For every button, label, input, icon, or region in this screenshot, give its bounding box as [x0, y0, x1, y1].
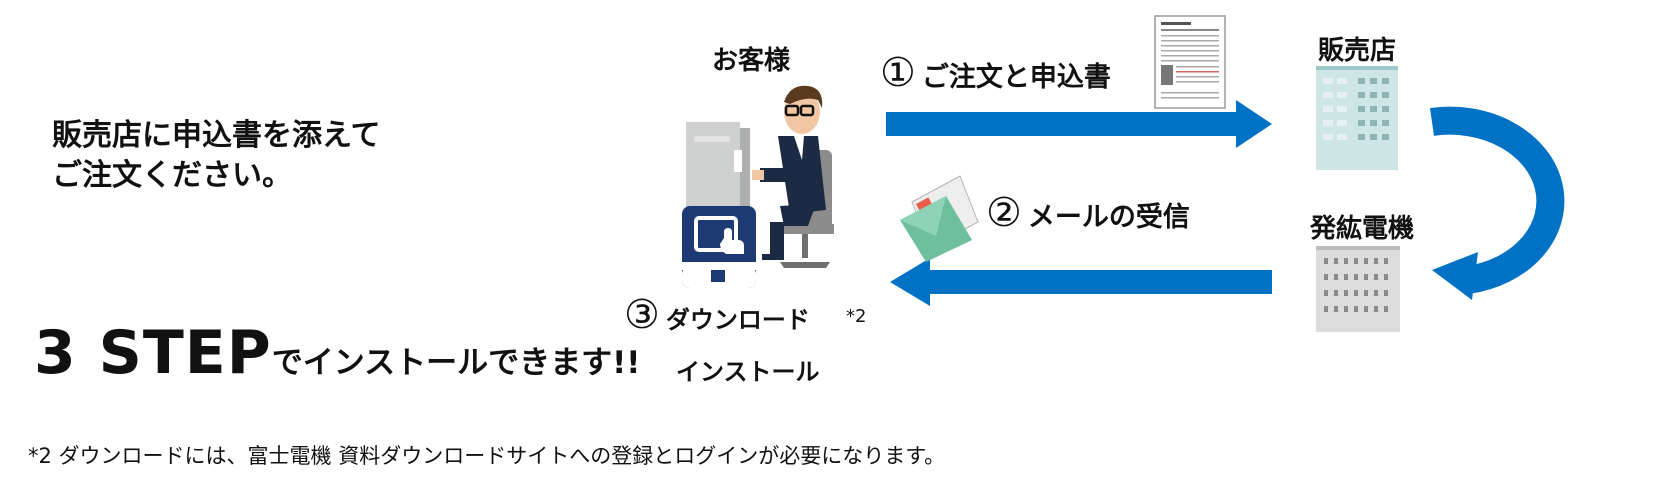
step3-text-line2: インストール — [676, 358, 820, 386]
lead-line-1: 販売店に申込書を添えて — [52, 118, 381, 153]
application-form-icon — [1154, 15, 1226, 109]
lead-message: 販売店に申込書を添えて ご注文ください。 — [52, 116, 381, 196]
footnote: *2 ダウンロードには、富士電機 資料ダウンロードサイトへの登録とログインが必要… — [28, 444, 946, 468]
actor-dealer: 販売店 — [1318, 36, 1397, 66]
steps-big: 3 STEP — [34, 318, 272, 388]
arrow-left-mail — [890, 258, 1272, 306]
arrow-curve-dealer-to-maker — [1429, 106, 1565, 300]
actor-maker: 発紘電機 — [1310, 214, 1415, 244]
actor-customer: お客様 — [712, 46, 791, 76]
maker-building-icon — [1316, 246, 1400, 332]
steps-headline: 3 STEPでインストールできます!! — [34, 318, 640, 388]
envelope-icon — [900, 175, 979, 262]
arrow-right-order — [886, 100, 1272, 148]
dealer-building-icon — [1316, 66, 1398, 170]
step1-text: ご注文と申込書 — [921, 62, 1111, 93]
step2-text: メールの受信 — [1027, 202, 1190, 233]
steps-small: でインストールできます!! — [271, 345, 641, 381]
step1-number: ① — [880, 50, 916, 96]
step3-text-line1: ダウンロード — [665, 306, 810, 334]
lead-line-2: ご注文ください。 — [52, 158, 292, 193]
step2-number: ② — [986, 190, 1022, 236]
customer-illustration — [682, 85, 834, 288]
step3-note-mark: *2 — [846, 306, 867, 327]
step3-number: ③ — [624, 292, 660, 338]
